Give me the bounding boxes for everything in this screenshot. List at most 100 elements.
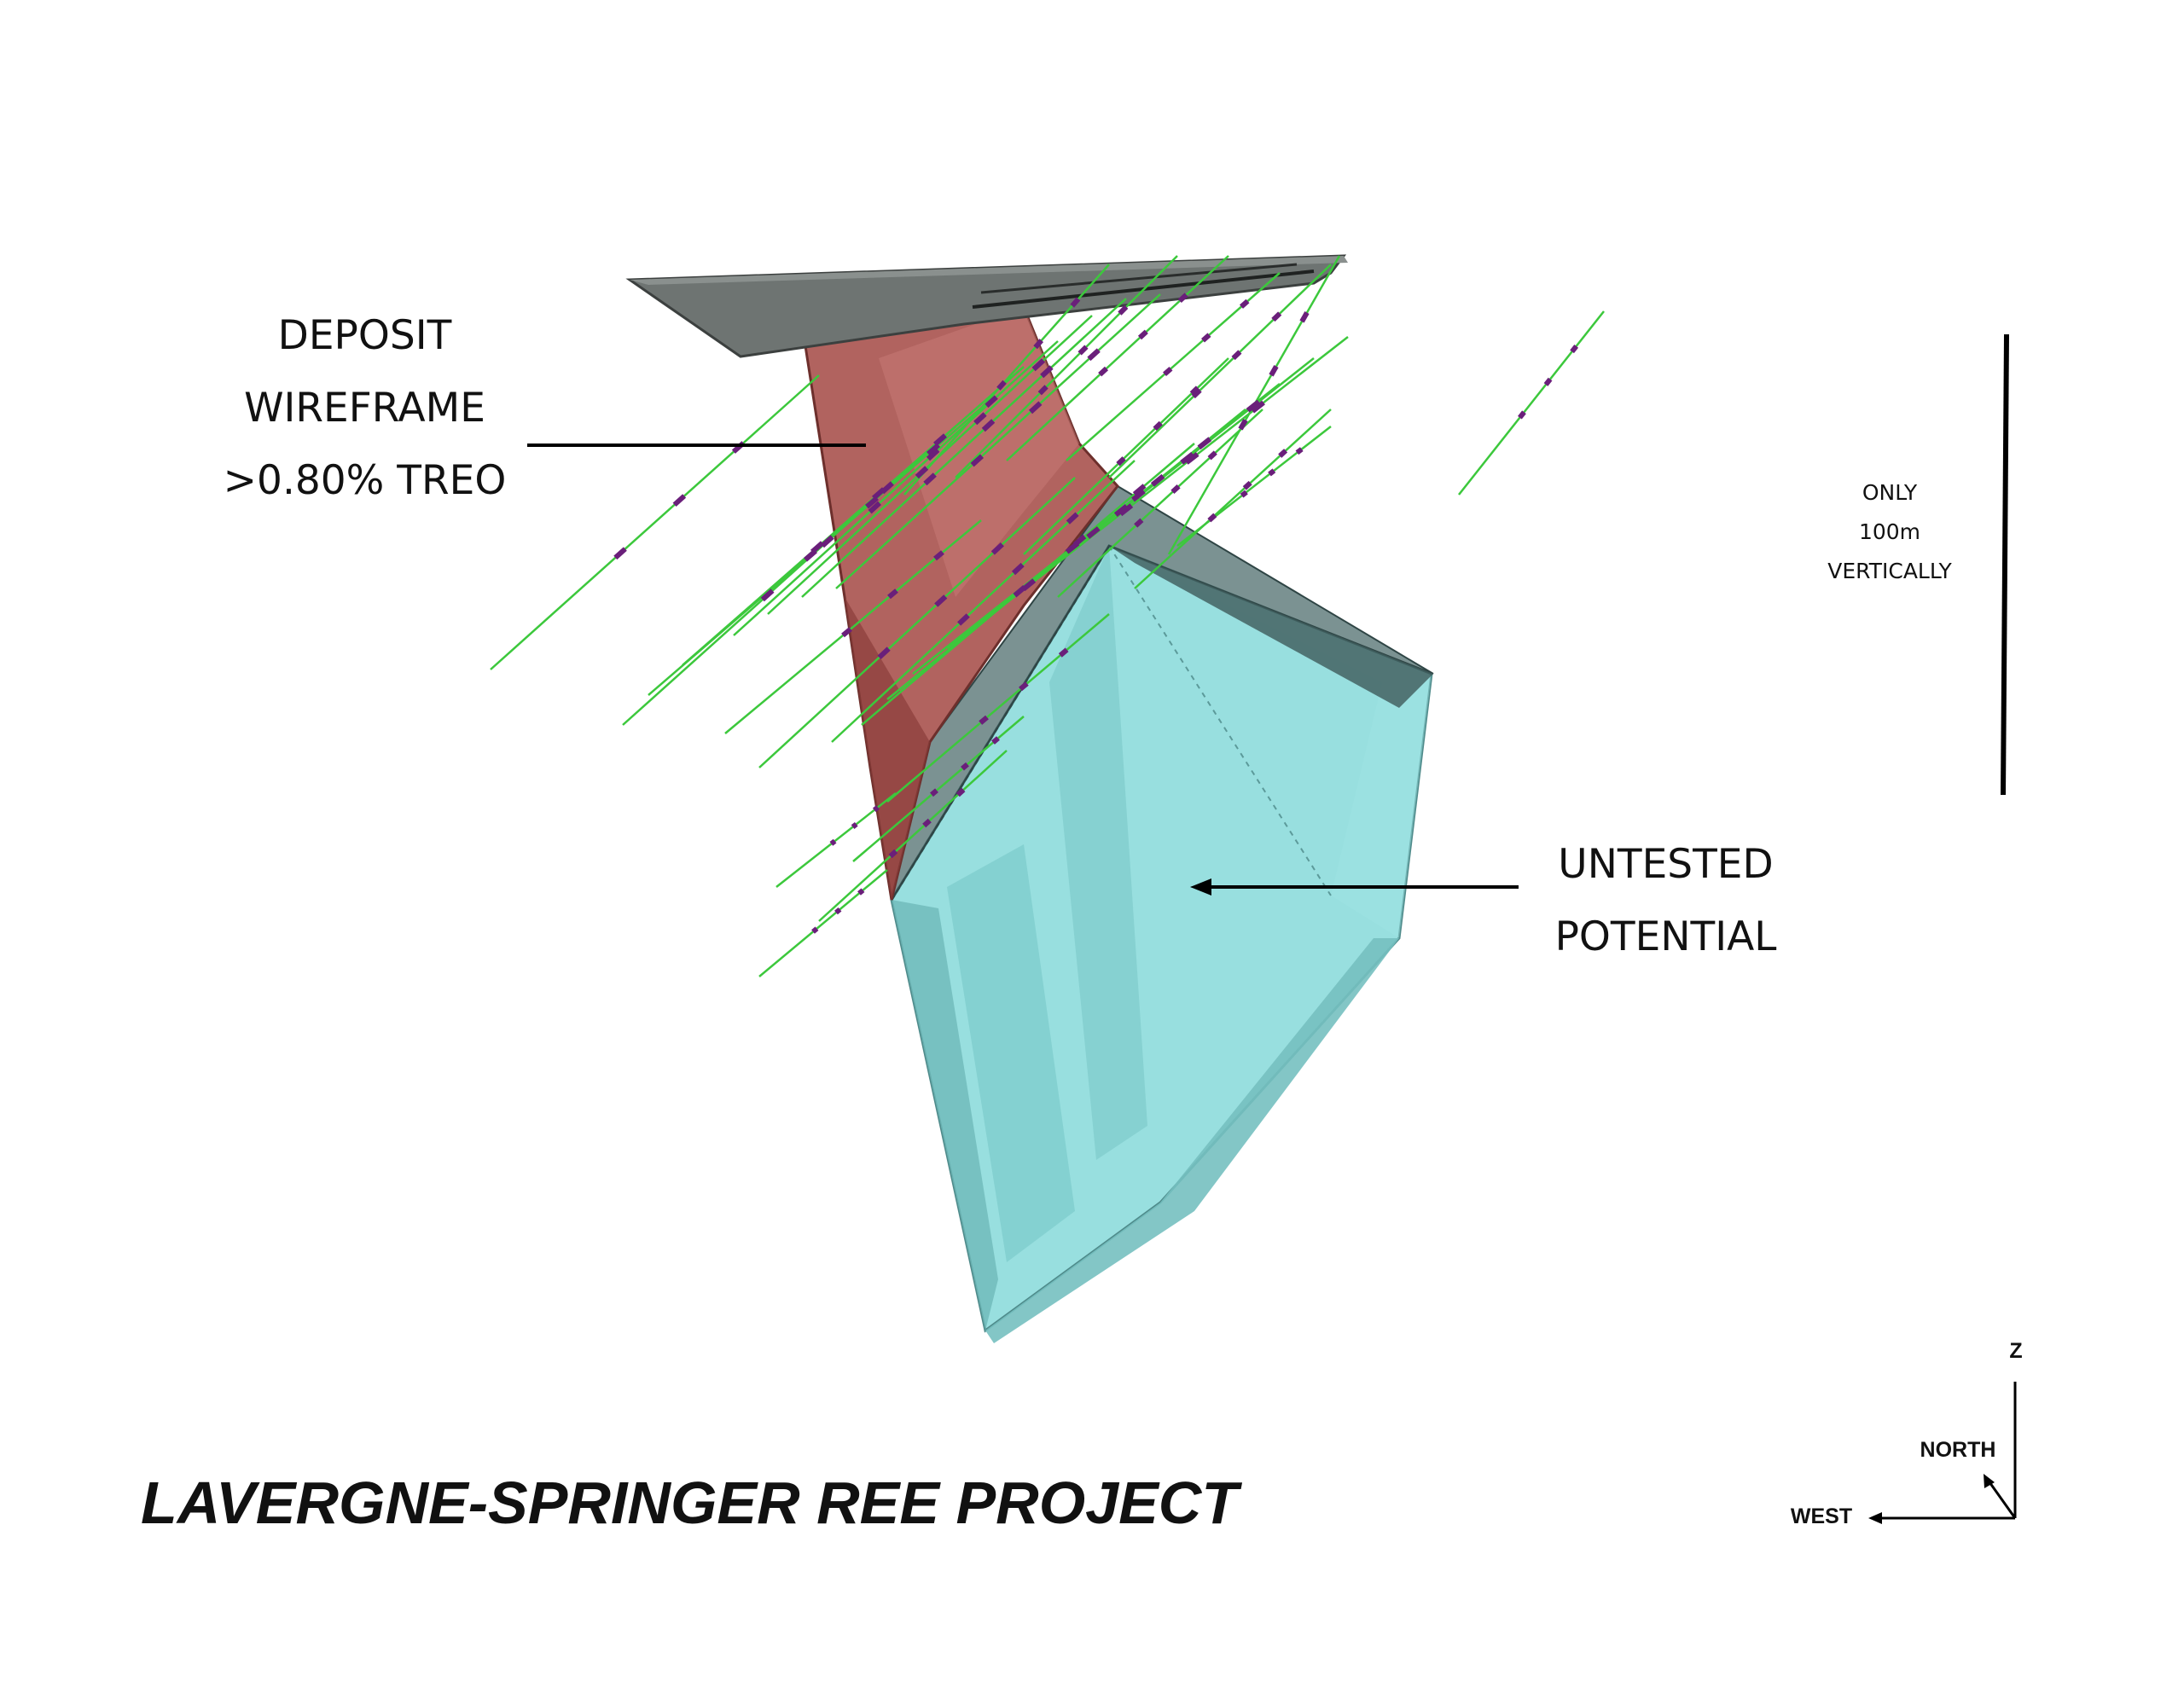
assay-interval <box>926 448 940 461</box>
assay-interval <box>841 627 852 638</box>
assay-interval <box>1231 350 1242 361</box>
drillhole-trace <box>1108 264 1332 478</box>
assay-interval <box>1570 344 1579 354</box>
assay-interval <box>922 818 932 828</box>
drillhole-trace <box>831 460 1136 743</box>
scale-label-line-1: ONLY <box>1862 480 1918 505</box>
assay-interval <box>1180 451 1194 465</box>
assay-interval <box>1207 513 1217 523</box>
drillhole-trace <box>758 477 1076 768</box>
assay-interval <box>868 501 882 514</box>
assay-interval <box>1131 489 1146 502</box>
drillhole-trace <box>1057 409 1263 598</box>
assay-interval <box>1191 388 1202 399</box>
assay-interval <box>1518 410 1526 420</box>
assay-interval <box>933 433 947 447</box>
assay-interval <box>1240 490 1248 498</box>
assay-interval <box>1086 526 1101 539</box>
assay-interval <box>1153 420 1163 431</box>
assay-interval <box>1271 311 1282 322</box>
assay-interval <box>1242 480 1252 490</box>
assay-interval <box>1197 437 1212 450</box>
assay-interval <box>1011 562 1025 576</box>
west-axis-label: WEST <box>1790 1504 1853 1528</box>
drillhole-trace <box>886 613 1110 803</box>
drillhole-trace <box>801 298 1127 598</box>
assay-interval <box>888 849 898 859</box>
north-arrowhead <box>1984 1474 1995 1488</box>
untested-label: UNTESTED POTENTIAL <box>1531 844 1800 957</box>
assay-interval <box>1065 541 1080 554</box>
assay-interval <box>1070 297 1081 308</box>
drillhole-trace <box>835 293 1161 589</box>
assay-interval <box>979 715 989 725</box>
assay-interval <box>1278 449 1288 458</box>
assay-interval <box>934 594 948 607</box>
assay-interval <box>613 547 627 560</box>
scale-label: ONLY 100m VERTICALLY <box>1804 482 1975 582</box>
assay-interval <box>1240 299 1250 309</box>
assay-interval <box>923 472 937 486</box>
assay-interval <box>1021 578 1037 592</box>
assay-interval <box>1077 345 1089 356</box>
assay-interval <box>996 380 1007 391</box>
assay-interval <box>877 646 891 660</box>
assay-interval <box>1295 447 1304 455</box>
drillhole-trace <box>1176 426 1332 547</box>
west-arrowhead <box>1868 1512 1882 1524</box>
drillhole-trace <box>733 340 1059 636</box>
drillhole-trace <box>980 336 1349 623</box>
assay-interval <box>1207 450 1217 461</box>
assay-interval <box>834 907 842 915</box>
assay-interval <box>1033 339 1044 350</box>
drillhole-trace <box>1134 409 1332 589</box>
assay-interval <box>672 494 687 507</box>
assay-interval <box>1150 473 1165 487</box>
assay-interval <box>1116 456 1126 467</box>
drillhole-trace <box>818 750 1008 922</box>
assay-interval <box>1543 377 1553 386</box>
assay-interval <box>933 550 944 561</box>
assay-interval <box>829 838 837 846</box>
assay-interval <box>1184 451 1199 465</box>
assay-interval <box>857 888 865 896</box>
assay-interval <box>956 787 966 797</box>
assay-interval <box>1251 400 1265 414</box>
assay-interval <box>957 613 970 626</box>
deposit-label-line-1: DEPOSIT <box>277 312 452 359</box>
untested-label-line-2: POTENTIAL <box>1554 913 1777 960</box>
assay-interval <box>887 588 898 600</box>
assay-interval <box>985 395 998 409</box>
assay-interval <box>1087 348 1101 362</box>
deposit-label-line-2: WIREFRAME <box>244 385 485 432</box>
assay-interval <box>961 762 969 771</box>
assay-interval <box>1066 512 1079 525</box>
north-axis-line <box>1986 1479 2017 1519</box>
untested-label-line-1: UNTESTED <box>1558 841 1774 888</box>
assay-interval <box>1268 468 1276 477</box>
assay-interval <box>1299 311 1310 323</box>
assay-interval <box>1031 358 1046 372</box>
north-axis-label: NORTH <box>1920 1438 1996 1462</box>
deposit-wireframe <box>800 305 1119 901</box>
assay-interval <box>1201 333 1211 343</box>
assay-interval <box>1058 647 1069 658</box>
assay-interval <box>1040 365 1054 379</box>
assay-interval <box>990 542 1004 555</box>
assay-interval <box>973 412 987 426</box>
assay-interval <box>1238 419 1248 431</box>
drillhole-trace <box>1006 255 1229 461</box>
assay-interval <box>811 926 819 934</box>
drillhole-trace <box>682 366 1025 666</box>
assay-interval <box>1028 401 1043 415</box>
assay-interval <box>872 805 880 813</box>
assay-interval <box>970 454 985 467</box>
scale-label-line-2: 100m <box>1858 519 1921 544</box>
project-title: LAVERGNE-SPRINGER REE PROJECT <box>141 1470 1239 1536</box>
assay-interval <box>1132 484 1147 496</box>
assay-interval <box>1019 681 1029 692</box>
drillhole-trace <box>955 255 1178 478</box>
assay-interval <box>930 788 938 797</box>
